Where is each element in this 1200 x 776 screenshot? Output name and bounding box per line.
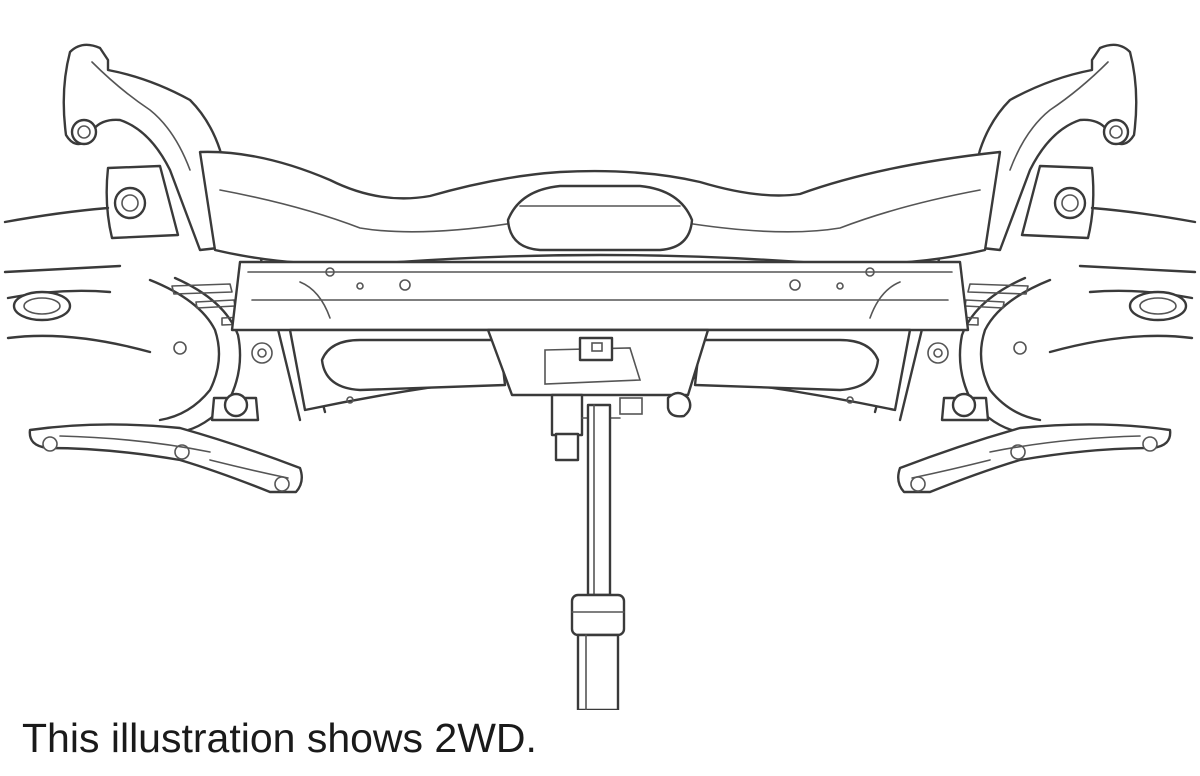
right-slot xyxy=(693,338,880,392)
adapter-knob xyxy=(666,391,692,418)
jack-collar xyxy=(570,593,626,637)
jack-clamp xyxy=(550,393,584,437)
jack-lower-post xyxy=(576,633,620,710)
subframe-illustration xyxy=(3,43,1197,710)
left-slot xyxy=(320,338,507,392)
caption: This illustration shows 2WD. xyxy=(22,715,537,761)
crossmember-center-boss xyxy=(506,184,694,252)
main-beam xyxy=(230,260,970,332)
jack-post xyxy=(586,403,612,597)
